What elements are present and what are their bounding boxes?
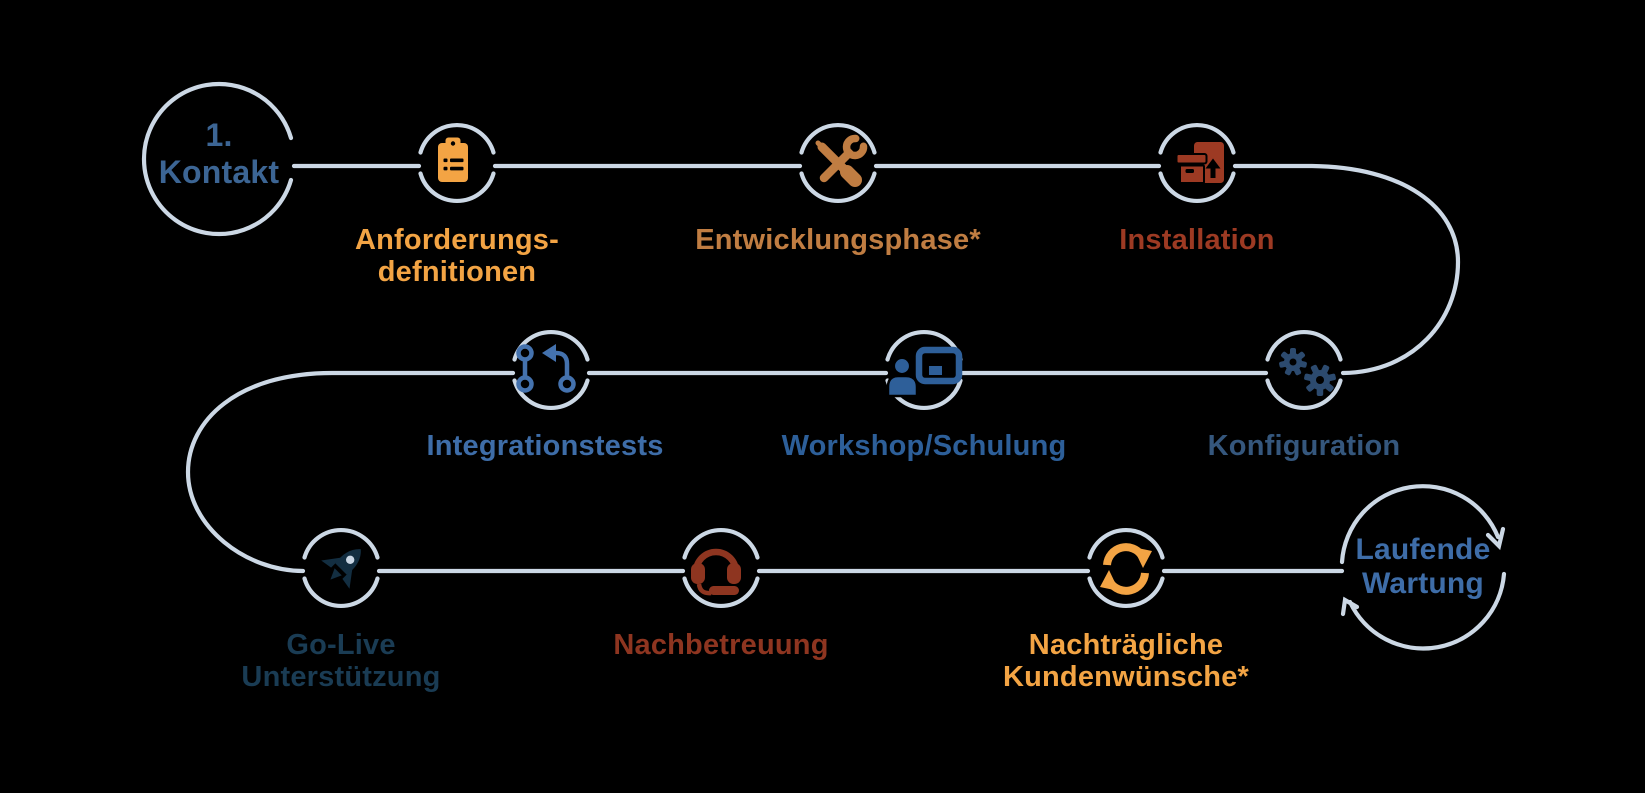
label-line: Go-Live <box>286 629 396 661</box>
label-entwicklungsphase: Entwicklungsphase* <box>663 224 1013 256</box>
label-line: Kontakt <box>158 154 280 190</box>
sync-icon <box>1100 543 1152 595</box>
rocket-window-shape <box>345 555 355 565</box>
label-line: Nachbetreuung <box>613 629 829 661</box>
person-body-shape <box>886 374 919 398</box>
label-line: Kundenwünsche* <box>1002 661 1250 693</box>
rocket-icon <box>321 549 361 589</box>
label-nachbetreuung: Nachbetreuung <box>571 629 871 661</box>
label-line: Konfiguration <box>1207 430 1401 462</box>
label-line: Entwicklungsphase* <box>695 224 981 256</box>
label-erstkontakt: 1. Kontakt <box>119 117 319 191</box>
label-line: Anforderungs- <box>355 224 559 256</box>
label-integrationstests: Integrationstests <box>395 430 695 462</box>
gear-large <box>1304 364 1336 396</box>
node-rings <box>141 81 1507 651</box>
gear-small <box>1279 348 1307 376</box>
label-anforderungsdefinitionen: Anforderungs- defnitionen <box>307 224 607 288</box>
unpack-box-icon <box>1175 142 1224 184</box>
label-line: Installation <box>1119 224 1275 256</box>
label-line: defnitionen <box>377 256 537 288</box>
label-laufende-wartung: Laufende Wartung <box>1323 533 1523 601</box>
node-circle-installation <box>1158 122 1236 204</box>
node-circle-kundenwuensche <box>1087 527 1165 609</box>
label-line: Workshop/Schulung <box>781 430 1067 462</box>
label-line: Nachträgliche <box>1028 629 1224 661</box>
whiteboard-tab-shape <box>929 366 942 375</box>
node-circle-go-live <box>302 527 380 609</box>
headset-icon <box>691 548 741 596</box>
label-konfiguration: Konfiguration <box>1154 430 1454 462</box>
label-line: Wartung <box>1362 567 1484 600</box>
label-nachtraegliche-kundenwuensche: Nachträgliche Kundenwünsche* <box>951 629 1301 693</box>
label-go-live-unterstuetzung: Go-Live Unterstützung <box>191 629 491 693</box>
node-circle-entwicklungsphase <box>799 122 877 204</box>
label-workshop-schulung: Workshop/Schulung <box>749 430 1099 462</box>
wrench-screwdriver-icon <box>815 134 868 187</box>
git-pull-request-icon <box>516 344 576 393</box>
label-line: Integrationstests <box>426 430 664 462</box>
connector-lines <box>185 163 1461 574</box>
cycle-arrows-laufende-wartung <box>1339 484 1507 651</box>
gears-icon <box>1279 348 1336 396</box>
label-line: 1. <box>205 117 233 153</box>
cycle-arrowhead-icon <box>1485 526 1506 551</box>
presenter-icon <box>886 346 963 398</box>
cycle-arrowhead-icon <box>1340 596 1360 617</box>
node-circle-erstkontakt <box>141 81 294 237</box>
clipboard-icon <box>438 137 468 182</box>
label-line: Laufende <box>1355 533 1491 566</box>
label-installation: Installation <box>1047 224 1347 256</box>
whiteboard-shape <box>915 346 963 385</box>
node-circle-anforderungsdefinitionen <box>418 122 496 204</box>
node-circle-nachbetreuung <box>682 527 760 609</box>
node-circle-konfiguration <box>1265 329 1343 411</box>
label-line: Unterstützung <box>241 661 441 693</box>
person-head-shape <box>892 356 912 376</box>
